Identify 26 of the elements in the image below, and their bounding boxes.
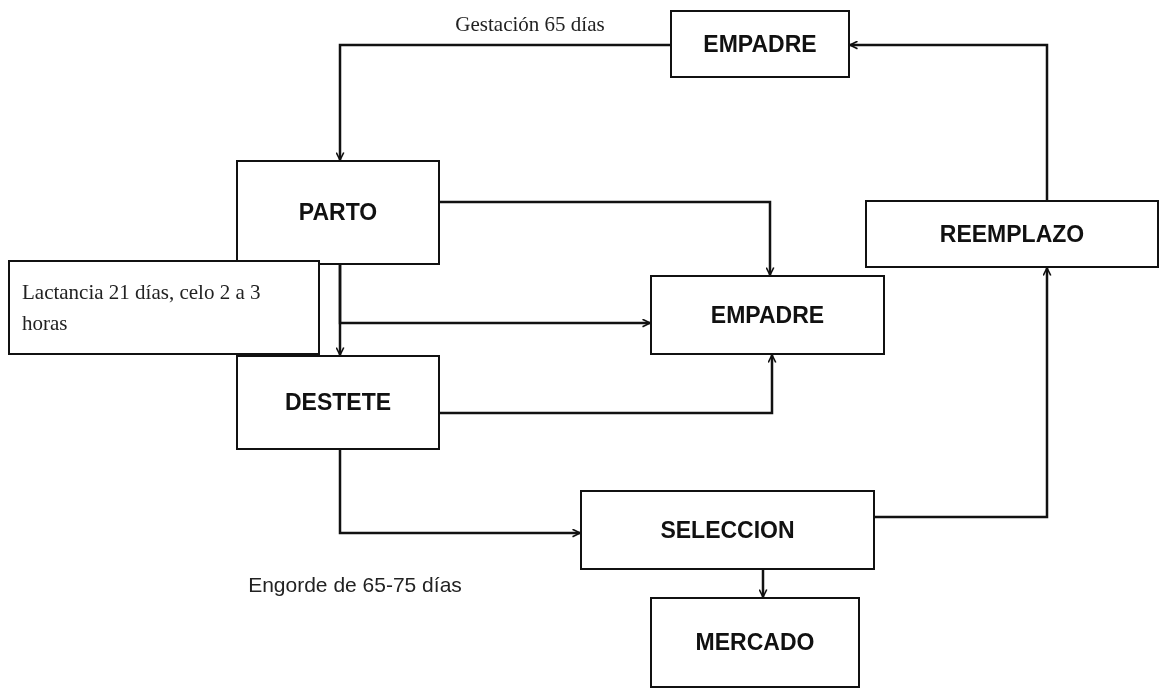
arrow xyxy=(875,267,1052,519)
process-box xyxy=(580,490,875,570)
annotation-text: Gestación 65 días xyxy=(455,11,605,38)
process-box xyxy=(865,200,1159,268)
annotation-text: Engorde de 65-75 días xyxy=(247,572,463,598)
note-box xyxy=(8,260,320,355)
box-label: DESTETE xyxy=(284,389,392,416)
process-box xyxy=(650,597,860,688)
arrow xyxy=(758,570,768,598)
arrow xyxy=(849,40,1049,200)
note-text: Lactancia 21 días, celo 2 a 3 horas xyxy=(22,279,262,337)
box-label: EMPADRE xyxy=(703,30,817,58)
arrow xyxy=(440,354,777,415)
process-box xyxy=(650,275,885,355)
arrow xyxy=(335,43,670,161)
process-box xyxy=(670,10,850,78)
process-box xyxy=(236,355,440,450)
arrow xyxy=(338,450,581,538)
box-label: EMPADRE xyxy=(710,301,825,329)
box-label: REEMPLAZO xyxy=(939,220,1085,248)
box-label: PARTO xyxy=(298,199,378,226)
arrow xyxy=(338,265,651,328)
process-box xyxy=(236,160,440,265)
box-label: MERCADO xyxy=(695,629,815,656)
box-label: SELECCION xyxy=(660,516,795,544)
arrow xyxy=(440,200,775,276)
